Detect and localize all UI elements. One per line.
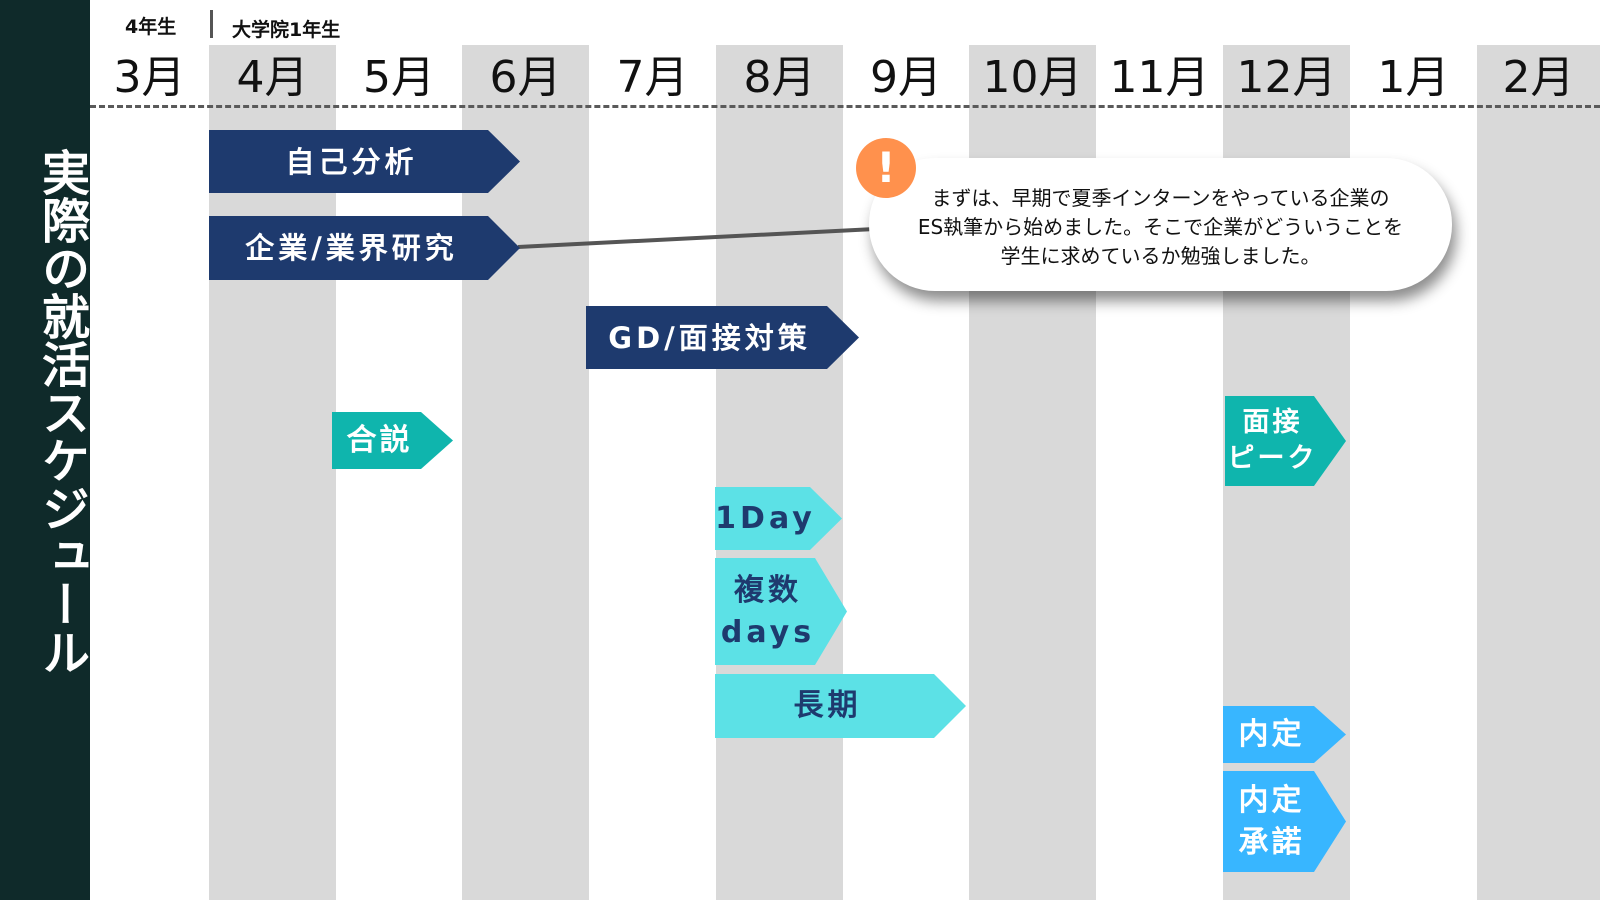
- month-label: 8月: [743, 52, 816, 103]
- month-label: 11月: [1109, 52, 1210, 103]
- bar-label: 複数: [734, 572, 802, 608]
- callout-line: ES執筆から始めました。そこで企業がどういうことを: [917, 215, 1404, 239]
- bar-label: 1Day: [715, 500, 816, 536]
- bar-intern-long: 長期: [715, 674, 966, 738]
- bar-label: days: [720, 614, 816, 650]
- month-label: 1月: [1377, 52, 1450, 103]
- bar-label: 内定: [1238, 782, 1305, 818]
- bar-label: 内定: [1238, 716, 1305, 752]
- month-column-shade: [1477, 45, 1600, 900]
- sidebar: 実際の就活スケジュール: [0, 0, 90, 900]
- month-column-shade: [716, 45, 843, 900]
- bar-label: 長期: [793, 688, 862, 723]
- callout-line: まずは、早期で夏季インターンをやっている企業の: [931, 186, 1390, 210]
- comment-callout: まずは、早期で夏季インターンをやっている企業の ES執筆から始めました。そこで企…: [869, 158, 1452, 291]
- bar-self-analysis: 自己分析: [209, 130, 520, 193]
- grade-label-undergrad: 4年生: [125, 16, 177, 38]
- exclamation-icon: !: [856, 138, 916, 198]
- grade-label-grad: 大学院1年生: [232, 19, 341, 41]
- month-label: 12月: [1236, 52, 1337, 103]
- month-label: 2月: [1502, 52, 1575, 103]
- callout-line: 学生に求めているか勉強しました。: [1000, 244, 1321, 268]
- month-label: 6月: [489, 52, 562, 103]
- bar-label: GD/面接対策: [608, 320, 811, 355]
- bar-company-research: 企業/業界研究: [209, 216, 520, 280]
- bar-intern-multi-days: 複数 days: [715, 558, 847, 665]
- month-label: 9月: [870, 52, 942, 103]
- bar-gd-interview: GD/面接対策: [586, 306, 859, 369]
- bar-label: 自己分析: [285, 144, 418, 179]
- bar-label: ピーク: [1227, 443, 1318, 474]
- grade-divider: [210, 10, 213, 38]
- bar-label: 面接: [1242, 407, 1303, 438]
- month-label: 3月: [113, 52, 186, 103]
- sidebar-title: 実際の就活スケジュール: [33, 148, 89, 676]
- bar-label: 合説: [346, 422, 413, 458]
- timeline-divider: [90, 105, 1600, 108]
- month-label: 5月: [363, 52, 435, 103]
- bar-label: 承諾: [1238, 824, 1305, 860]
- month-label: 7月: [616, 52, 689, 103]
- month-label: 10月: [982, 52, 1083, 103]
- bar-label: 企業/業界研究: [245, 231, 458, 265]
- month-label: 4月: [236, 52, 309, 103]
